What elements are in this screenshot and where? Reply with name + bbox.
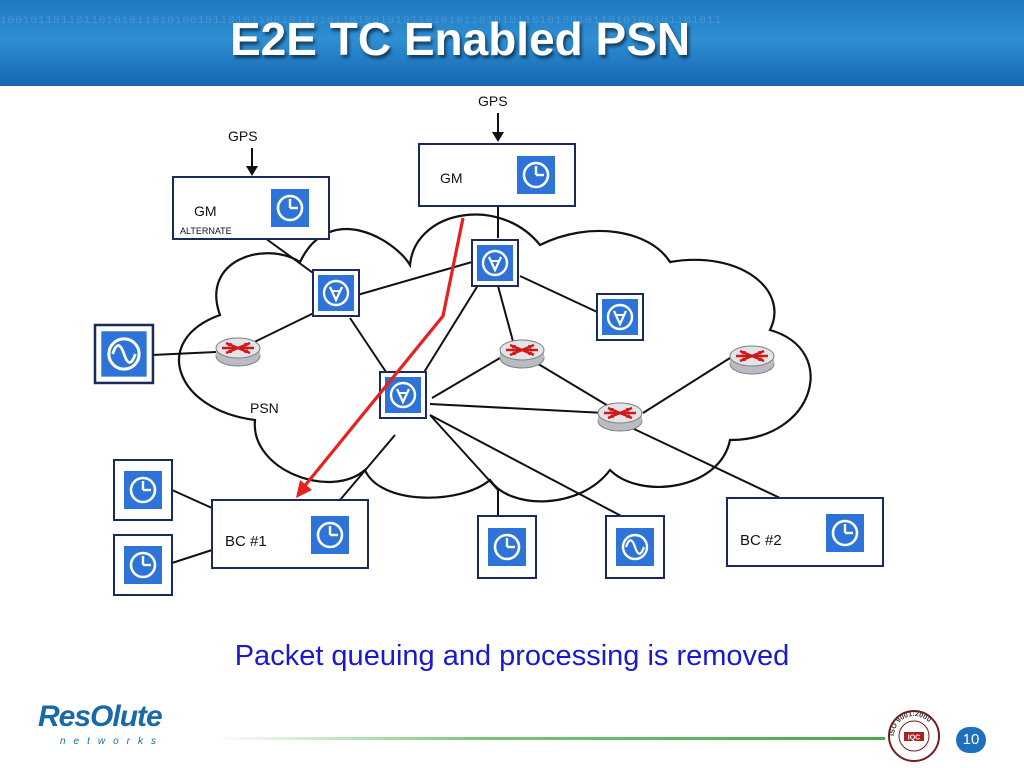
timing-path-arrow — [296, 217, 465, 498]
router-icon-4 — [728, 344, 776, 376]
iso-seal-icon: ISO 9001:2000 IQC — [888, 710, 940, 762]
resolute-logo: ResOlute networks — [38, 700, 178, 750]
bc1-label: BC #1 — [225, 533, 267, 550]
gm-alternate-node: GM ALTERNATE — [172, 176, 330, 240]
gm-label: GM — [440, 170, 463, 186]
alternate-label: ALTERNATE — [180, 226, 232, 236]
logo-wordmark: ResOlute — [38, 700, 163, 733]
gps-label-left: GPS — [228, 128, 258, 144]
footer-divider — [215, 737, 885, 740]
transparent-clock-icon-1 — [311, 268, 361, 318]
psn-label: PSN — [250, 400, 279, 416]
bc2-label: BC #2 — [740, 532, 782, 549]
bc1-node: BC #1 — [211, 499, 369, 569]
seal-center-text: IQC — [908, 735, 920, 742]
sine-wave-icon-left — [93, 323, 155, 385]
sine-wave-icon-bottom — [605, 515, 665, 579]
slave-clock-icon-2 — [113, 534, 173, 596]
router-icon-2 — [498, 338, 546, 370]
bc2-clock-icon — [824, 512, 866, 554]
gps-arrow-top: GPS — [478, 93, 508, 142]
gm-alternate-clock-icon — [269, 187, 311, 229]
slide-caption: Packet queuing and processing is removed — [234, 640, 790, 672]
slave-clock-icon-1 — [113, 459, 173, 521]
slide-title: E2E TC Enabled PSN — [230, 13, 691, 65]
gm-alternate-label: GM — [194, 203, 217, 219]
bc1-clock-icon — [309, 514, 351, 556]
router-icon-1 — [214, 336, 262, 368]
logo-subtitle: networks — [60, 736, 165, 747]
transparent-clock-icon-4 — [378, 370, 428, 420]
transparent-clock-icon-2 — [470, 238, 520, 288]
gps-label-top: GPS — [478, 93, 508, 109]
gm-clock-icon — [515, 154, 557, 196]
gps-arrow-left: GPS — [228, 128, 258, 176]
slave-clock-icon-3 — [477, 515, 537, 579]
psn-network-diagram: PSN GPS GPS GM — [93, 93, 884, 596]
transparent-clock-icon-3 — [595, 292, 645, 342]
bc2-node: BC #2 — [726, 497, 884, 567]
page-number-badge: 10 — [956, 727, 986, 753]
header-binary-pattern: 1001011011011010101101010010110101100101… — [0, 15, 723, 27]
slide-header: 1001011011011010101101010010110101100101… — [0, 0, 1024, 86]
router-icon-3 — [596, 401, 644, 433]
gm-node: GM — [418, 143, 576, 207]
